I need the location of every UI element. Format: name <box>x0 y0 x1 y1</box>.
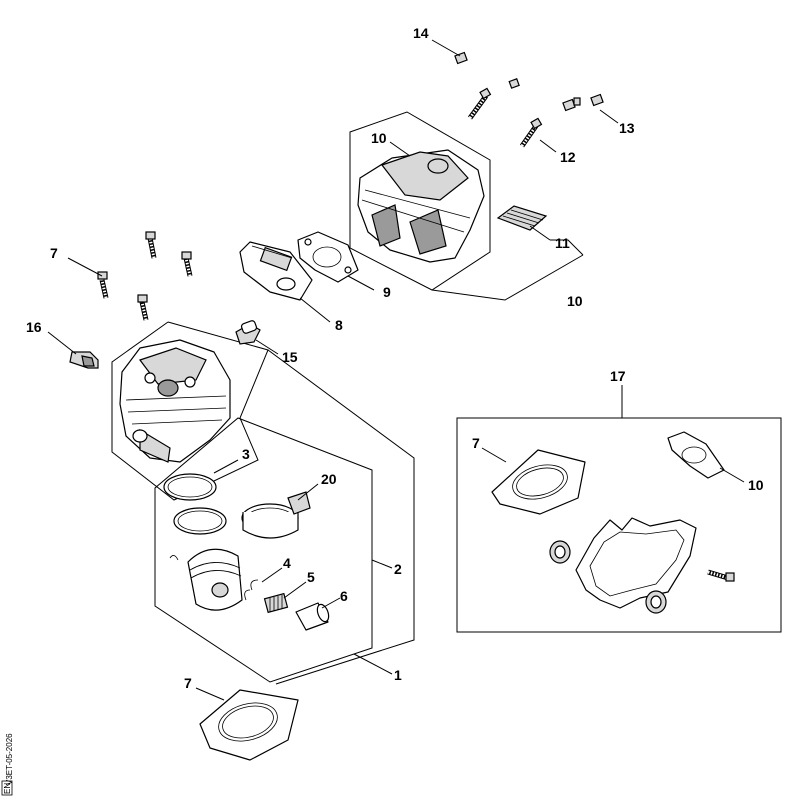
screw-15a-icon <box>562 97 581 112</box>
callout-20: 20 <box>321 471 337 487</box>
screen-icon <box>496 205 548 231</box>
callout-13: 11 <box>555 235 570 251</box>
kit-oil-seal-icon <box>549 540 571 564</box>
screws-8-group <box>97 231 193 321</box>
callout-3: 3 <box>242 446 250 462</box>
base-gasket-icon <box>199 689 299 761</box>
piston-icon <box>169 548 243 611</box>
callout-8: 7 <box>50 245 58 261</box>
callout-12: 10 <box>371 130 387 146</box>
intake-flange-icon <box>357 149 485 263</box>
gasket-10-icon <box>297 231 359 283</box>
callout-6: 6 <box>340 588 348 604</box>
callout-10-kit: 10 <box>748 477 764 493</box>
screw-14-icon <box>519 117 543 148</box>
frame-gasket-set <box>456 417 782 633</box>
callout-4: 4 <box>283 555 291 571</box>
callout-16: 14 <box>413 25 429 41</box>
reference-tag-text: EN <box>3 783 12 794</box>
screw-8b-icon <box>181 251 193 277</box>
piston-pin-icon <box>295 602 330 631</box>
spark-plug-icon <box>69 351 99 369</box>
callout-5: 5 <box>307 569 315 585</box>
frame-cylinder-group <box>111 321 269 501</box>
screw-8c-icon <box>97 271 109 299</box>
frame-kit-11 <box>431 254 584 301</box>
assembly-frames <box>111 111 782 685</box>
kit-screw-icon <box>707 569 735 582</box>
clamp-icon <box>241 491 311 539</box>
piston-rings-icon <box>163 473 227 535</box>
callout-18: 16 <box>26 319 42 335</box>
frame-piston-group <box>154 417 373 683</box>
callout-2: 2 <box>394 561 402 577</box>
reference-code-text: V3ET-05-2026 <box>5 733 14 785</box>
callout-11: 10 <box>567 293 583 309</box>
callout-1: 1 <box>394 667 402 683</box>
cylinder-icon <box>119 339 231 463</box>
callout-labels: 14 13 12 10 11 10 9 8 7 15 16 17 7 10 3 … <box>26 25 764 691</box>
callout-14: 12 <box>560 149 576 165</box>
screw-long-1-icon <box>467 87 492 120</box>
kit-base-gasket-icon <box>491 449 586 515</box>
screws-top <box>454 51 604 148</box>
callout-17: 15 <box>282 349 298 365</box>
leader-lines <box>47 39 745 701</box>
needle-bearing-icon <box>263 592 289 614</box>
reference-tag-box <box>1 780 13 796</box>
callout-7-kit: 7 <box>472 435 480 451</box>
screw-top-small-icon <box>508 78 520 89</box>
callout-7: 7 <box>184 675 192 691</box>
kit-crankcase-gasket-icon <box>575 517 697 609</box>
reference-code: V3ET-05-2026 EN <box>1 733 14 796</box>
callout-19: 17 <box>610 368 626 384</box>
kit-oil-seal-2-icon <box>645 590 667 614</box>
frame-kit-1 <box>267 349 415 685</box>
screw-8a-icon <box>145 231 157 259</box>
decompression-valve-icon <box>235 320 261 345</box>
screw-15b-icon <box>590 93 604 107</box>
callout-9: 8 <box>335 317 343 333</box>
circlip-icon <box>244 579 259 601</box>
frame-intake-group <box>349 111 491 291</box>
kit-gasket-10-icon <box>667 431 725 479</box>
flange-9-icon <box>239 241 313 301</box>
callout-10: 9 <box>383 284 391 300</box>
screw-8d-icon <box>137 294 149 321</box>
gasket-set-contents <box>491 431 735 614</box>
callout-15: 13 <box>619 120 635 136</box>
